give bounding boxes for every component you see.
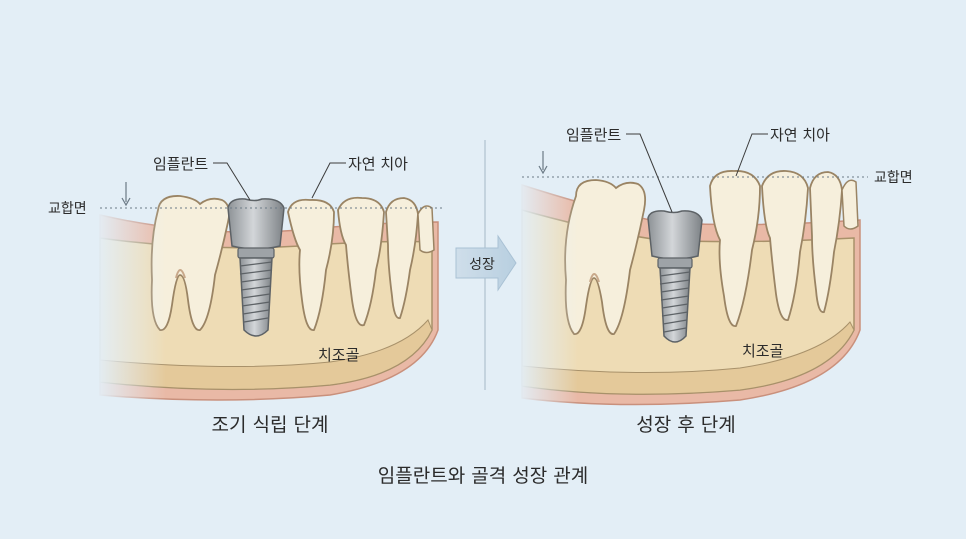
left-edge-fade xyxy=(96,180,166,410)
right-panel: 임플란트 자연 치아 교합면 치조골 성장 후 단계 xyxy=(518,126,913,436)
left-down-arrow xyxy=(121,182,131,207)
right-natural-tooth-label: 자연 치아 xyxy=(770,126,830,144)
left-implant-leader xyxy=(213,162,251,201)
left-bone-label: 치조골 xyxy=(318,346,359,364)
right-caption: 성장 후 단계 xyxy=(636,414,735,436)
right-tooth-leader xyxy=(735,133,768,177)
figure-title: 임플란트와 골격 성장 관계 xyxy=(378,465,588,487)
left-cortical-bone xyxy=(99,319,433,390)
right-implant-leader xyxy=(626,133,673,213)
left-occlusal-label: 교합면 xyxy=(48,201,87,217)
right-bone-label: 치조골 xyxy=(742,342,783,360)
left-natural-tooth-label: 자연 치아 xyxy=(348,155,408,173)
right-occlusal-label: 교합면 xyxy=(874,170,913,186)
right-cortical-bone xyxy=(521,321,855,395)
right-edge-fade xyxy=(518,160,578,410)
growth-arrow xyxy=(455,234,517,292)
right-implant xyxy=(647,210,703,343)
left-implant xyxy=(227,198,285,337)
right-implant-label: 임플란트 xyxy=(566,126,621,144)
right-down-arrow xyxy=(538,151,548,175)
left-panel: 임플란트 자연 치아 교합면 치조골 조기 식립 단계 xyxy=(48,155,444,436)
left-implant-label: 임플란트 xyxy=(153,155,208,173)
left-caption: 조기 식립 단계 xyxy=(212,414,329,436)
growth-label: 성장 xyxy=(469,257,495,273)
right-natural-teeth xyxy=(709,170,859,327)
left-tooth-leader xyxy=(311,162,346,199)
left-natural-teeth xyxy=(287,196,435,331)
